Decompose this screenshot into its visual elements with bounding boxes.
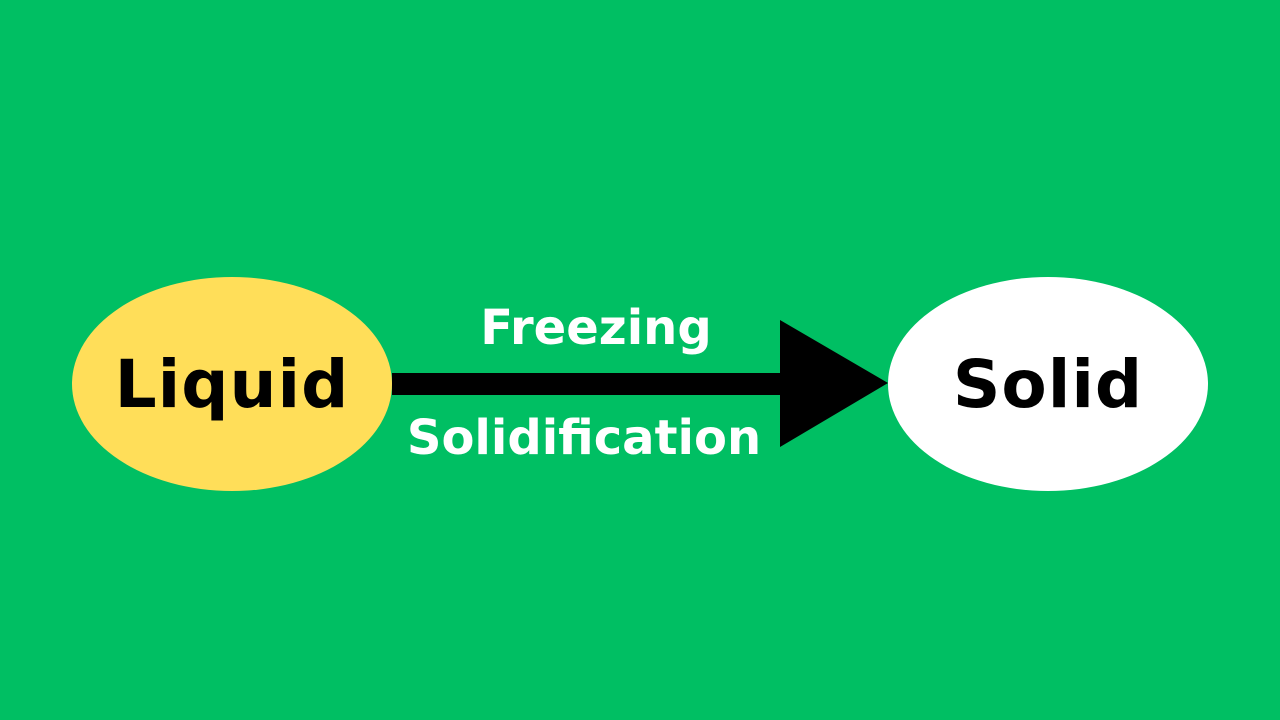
liquid-state-label: Liquid xyxy=(114,345,350,423)
arrow-head xyxy=(780,320,888,447)
solid-state-label: Solid xyxy=(952,345,1144,423)
solidification-label: Solidification xyxy=(406,410,762,466)
solid-state-node: Solid xyxy=(888,277,1208,491)
freezing-label: Freezing xyxy=(480,300,712,356)
arrow-shaft xyxy=(392,373,792,395)
liquid-state-node: Liquid xyxy=(72,277,392,491)
